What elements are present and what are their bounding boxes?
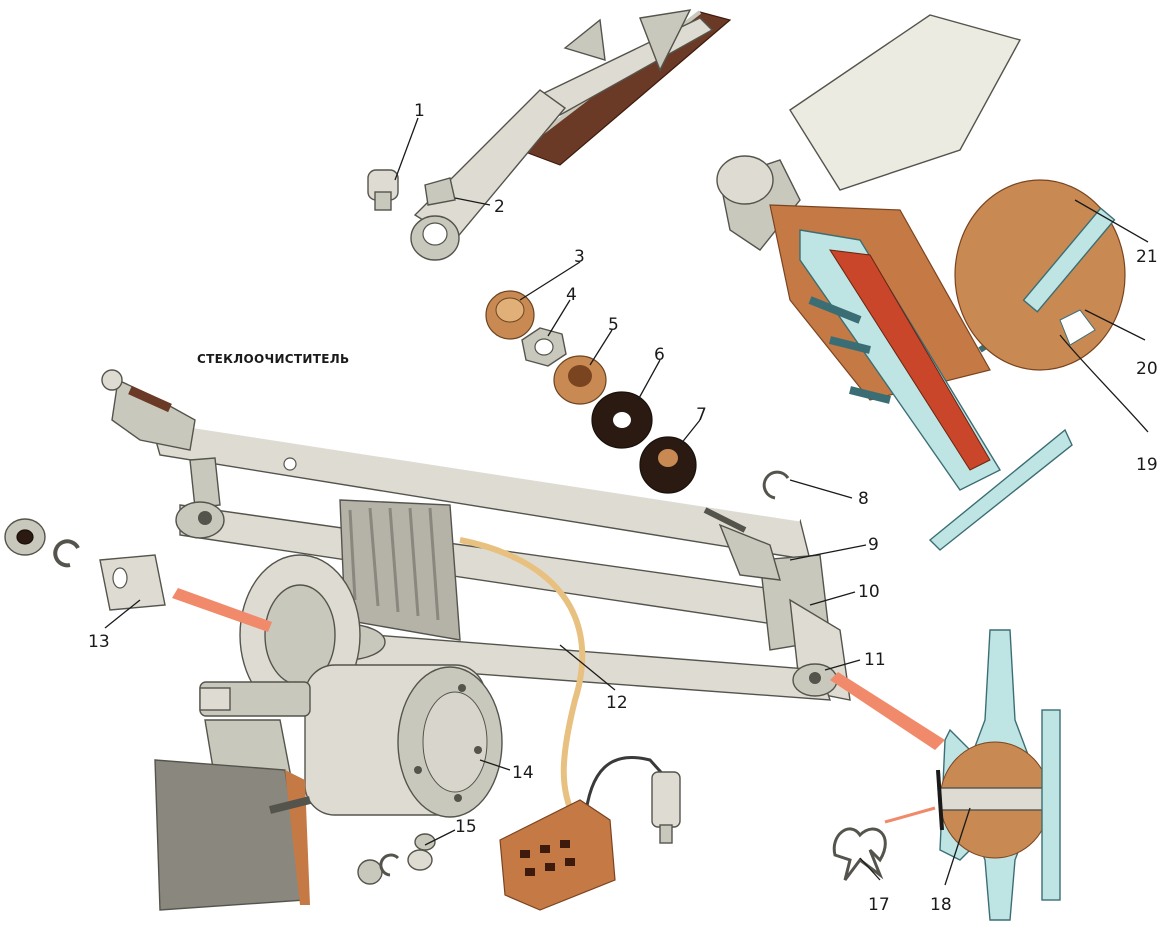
leader-lines bbox=[104, 117, 1149, 886]
label-5: 5 bbox=[608, 315, 619, 335]
label-7: 7 bbox=[696, 405, 707, 425]
label-15: 15 bbox=[455, 817, 477, 837]
bushing-5 bbox=[553, 355, 607, 405]
label-9: 9 bbox=[868, 535, 879, 555]
plate-13 bbox=[99, 554, 166, 611]
label-12: 12 bbox=[606, 693, 628, 713]
section-detail-lower bbox=[936, 629, 1061, 921]
label-17: 17 bbox=[868, 895, 890, 915]
mounting-bracket bbox=[154, 719, 311, 911]
label-11: 11 bbox=[864, 650, 886, 670]
label-13: 13 bbox=[88, 632, 110, 652]
detail-pointers bbox=[172, 588, 945, 824]
spring-washer-left bbox=[53, 539, 80, 568]
label-6: 6 bbox=[654, 345, 665, 365]
screw-assembly-15 bbox=[357, 833, 436, 885]
label-1: 1 bbox=[414, 101, 425, 121]
label-21: 21 bbox=[1136, 247, 1158, 267]
part-labels: 1 2 3 4 5 6 7 8 9 10 11 12 13 14 15 17 1… bbox=[88, 101, 1158, 915]
nut-left bbox=[4, 518, 46, 556]
linkage-frame bbox=[101, 369, 851, 701]
label-18: 18 bbox=[930, 895, 952, 915]
washer-6 bbox=[591, 391, 653, 449]
cap-nut bbox=[367, 169, 399, 211]
label-3: 3 bbox=[574, 247, 585, 267]
retaining-ring-8 bbox=[762, 470, 790, 500]
label-19: 19 bbox=[1136, 455, 1158, 475]
spring-clip-17 bbox=[832, 827, 887, 881]
wiring-harness bbox=[459, 537, 681, 844]
section-detail-upper bbox=[716, 14, 1126, 551]
bushing-3 bbox=[485, 290, 535, 340]
label-20: 20 bbox=[1136, 359, 1158, 379]
wiper-motor bbox=[199, 499, 503, 818]
label-10: 10 bbox=[858, 582, 880, 602]
label-8: 8 bbox=[858, 489, 869, 509]
label-2: 2 bbox=[494, 197, 505, 217]
connector-block bbox=[499, 799, 616, 911]
label-4: 4 bbox=[566, 285, 577, 305]
label-14: 14 bbox=[512, 763, 534, 783]
washer-7 bbox=[639, 436, 697, 494]
wiper-arm bbox=[410, 9, 732, 261]
nut-4 bbox=[521, 327, 567, 367]
diagram-title: СТЕКЛООЧИСТИТЕЛЬ bbox=[197, 352, 349, 366]
